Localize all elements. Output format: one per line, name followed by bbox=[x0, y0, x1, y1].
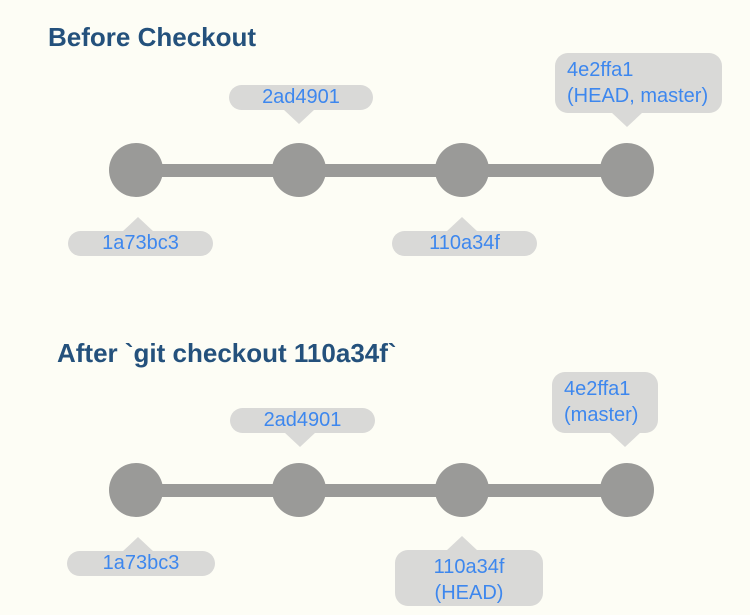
commit-node-2ad4901 bbox=[272, 463, 326, 517]
commit-refs-label: (HEAD) bbox=[434, 582, 504, 604]
commit-callout: 4e2ffa1 (HEAD, master) bbox=[555, 53, 722, 127]
commit-hash-label: 1a73bc3 bbox=[102, 232, 179, 254]
commit-callout: 1a73bc3 bbox=[68, 217, 213, 256]
commit-hash-label: 110a34f bbox=[433, 556, 505, 578]
callout-tail-icon bbox=[611, 112, 643, 127]
commit-refs-label: (HEAD, master) bbox=[567, 85, 709, 107]
commit-hash-label: 4e2ffa1 bbox=[567, 59, 634, 81]
section-title-before: Before Checkout bbox=[48, 22, 257, 52]
commit-node-2ad4901 bbox=[272, 143, 326, 197]
commit-hash-label: 2ad4901 bbox=[262, 86, 340, 108]
commit-node-1a73bc3 bbox=[109, 463, 163, 517]
callout-tail-icon bbox=[283, 109, 315, 124]
callout-tail-icon bbox=[609, 432, 641, 447]
callout-tail-icon bbox=[122, 537, 154, 552]
callout-tail-icon bbox=[446, 217, 478, 232]
commit-callout: 2ad4901 bbox=[229, 85, 373, 124]
commit-node-4e2ffa1 bbox=[600, 143, 654, 197]
commit-callout: 2ad4901 bbox=[230, 408, 375, 447]
timeline-connector bbox=[136, 484, 627, 497]
commit-hash-label: 110a34f bbox=[429, 232, 500, 254]
commit-callout: 110a34f bbox=[392, 217, 537, 256]
callout-tail-icon bbox=[284, 432, 316, 447]
commit-refs-label: (master) bbox=[564, 404, 639, 426]
commit-callout: 110a34f (HEAD) bbox=[395, 536, 543, 606]
commit-node-110a34f bbox=[435, 463, 489, 517]
commit-hash-label: 2ad4901 bbox=[263, 409, 342, 431]
commit-hash-label: 1a73bc3 bbox=[102, 552, 180, 574]
section-title-after: After `git checkout 110a34f` bbox=[57, 338, 397, 368]
commit-node-110a34f bbox=[435, 143, 489, 197]
timeline-connector bbox=[136, 164, 627, 177]
callout-tail-icon bbox=[446, 536, 478, 551]
commit-callout: 4e2ffa1 (master) bbox=[552, 372, 658, 447]
callout-tail-icon bbox=[122, 217, 154, 232]
commit-node-1a73bc3 bbox=[109, 143, 163, 197]
commit-node-4e2ffa1 bbox=[600, 463, 654, 517]
commit-hash-label: 4e2ffa1 bbox=[564, 378, 631, 400]
commit-callout: 1a73bc3 bbox=[67, 537, 215, 576]
